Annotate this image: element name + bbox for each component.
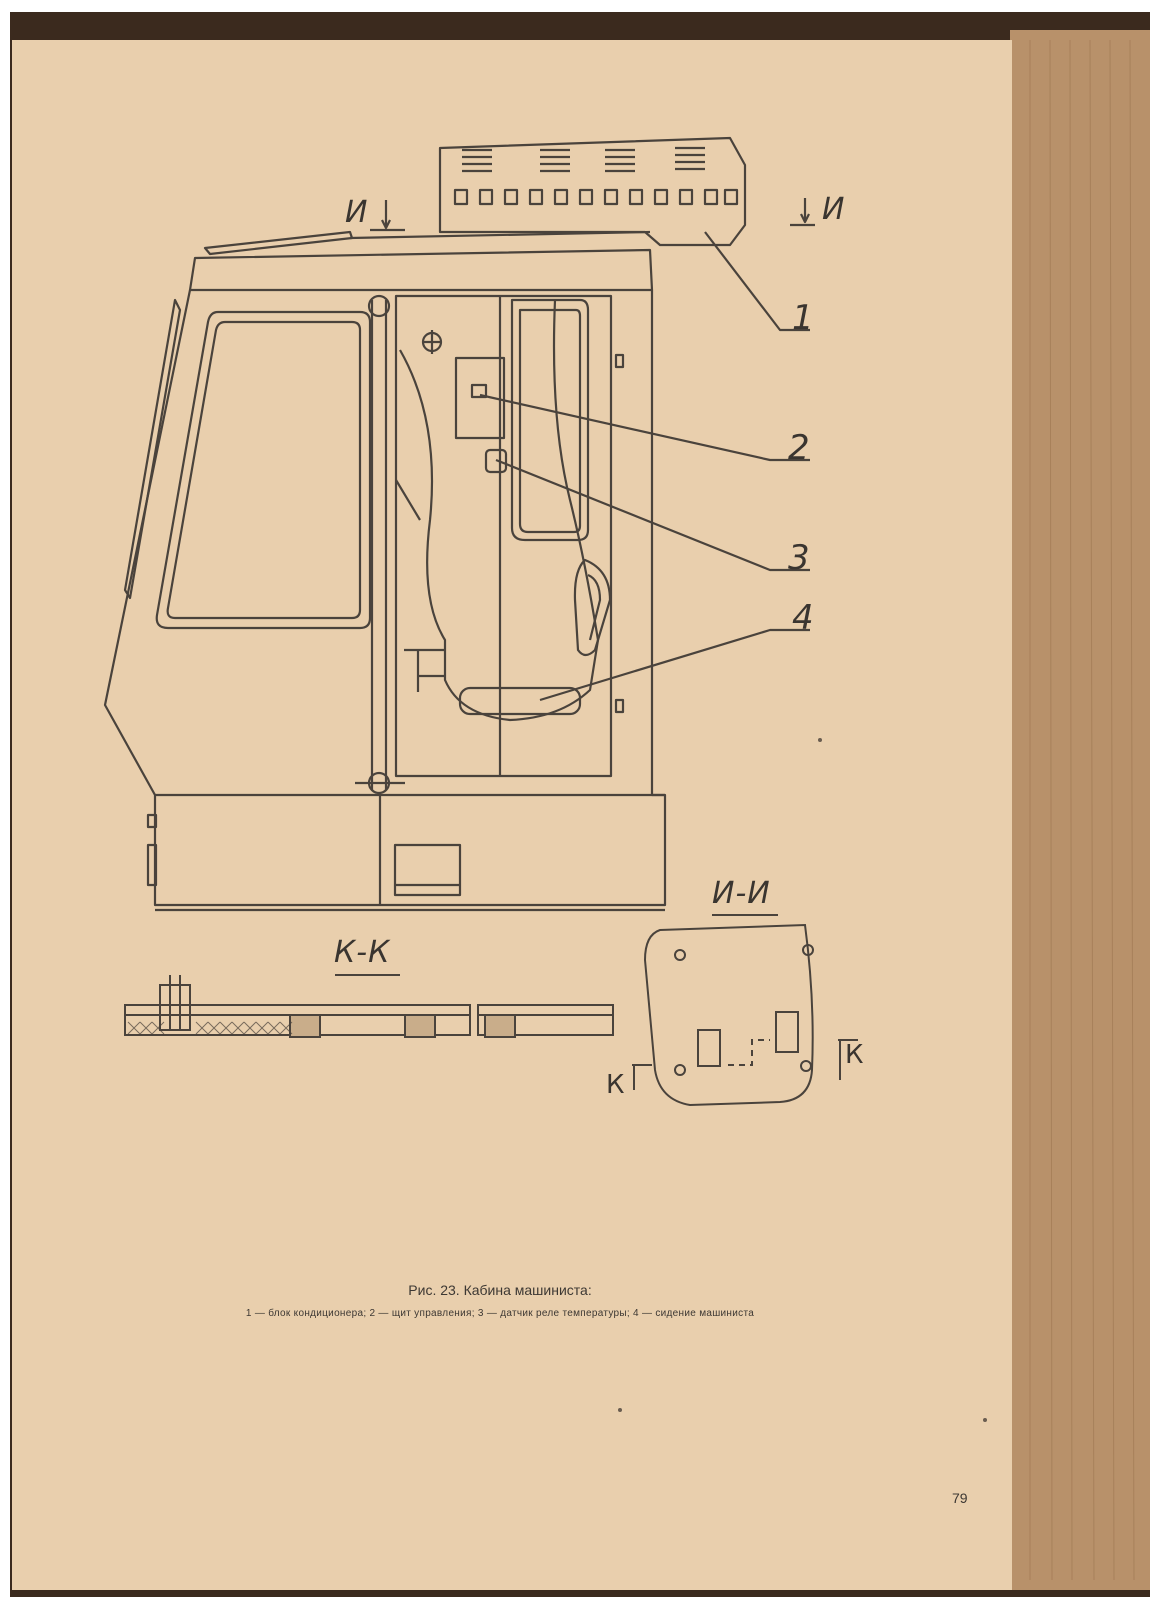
door-hinge-top [367, 294, 391, 318]
seat-cushion [458, 686, 582, 716]
ac-square-holes [453, 188, 739, 206]
page-stack-lines [1029, 39, 1135, 1581]
section-ii-slot-right [775, 1011, 799, 1053]
section-kk-title: К-К [334, 935, 391, 970]
leader-line-1 [704, 231, 810, 332]
seat-curtain-outline [399, 299, 600, 722]
leader-line-3 [495, 458, 810, 572]
front-window [155, 310, 372, 630]
lower-hatch [393, 843, 462, 897]
section-marker-right: И [822, 192, 846, 227]
callout-3: 3 [788, 538, 810, 578]
section-k-marker-left: К [606, 1070, 625, 1100]
section-ii-title: И-И [712, 876, 771, 911]
air-conditioner-unit [438, 136, 747, 247]
section-k-marker-right: К [845, 1040, 864, 1070]
figure-caption-title: Рис. 23. Кабина машиниста: [408, 1282, 592, 1298]
ac-vent-slots [462, 146, 705, 173]
cab-door [394, 294, 613, 778]
side-window-frame [123, 298, 182, 600]
cab-side-view [103, 136, 815, 912]
section-marker-left: И [345, 195, 369, 230]
section-kk-right-plate [477, 1004, 614, 1036]
temperature-relay-sensor [484, 448, 508, 474]
door-window [510, 298, 590, 542]
section-kk-hatching [127, 1021, 293, 1035]
callout-2: 2 [788, 428, 810, 468]
callout-4: 4 [792, 598, 814, 638]
seat-backrest [573, 558, 612, 657]
section-kk-bolt [159, 984, 191, 1031]
section-ii-slot-left [697, 1029, 721, 1067]
callout-1: 1 [792, 298, 814, 338]
leader-line-4 [539, 628, 810, 702]
door-handle [416, 650, 445, 692]
section-ii-plate [643, 923, 814, 1107]
section-ii-drawing [632, 914, 858, 1107]
page-number: 79 [952, 1490, 968, 1506]
paper [12, 40, 1012, 1590]
figure-caption-legend: 1 — блок кондиционера; 2 — щит управлени… [245, 1308, 755, 1319]
control-panel [454, 356, 506, 440]
page-stack-edge [1010, 30, 1150, 1590]
control-panel-display [470, 383, 488, 399]
leader-line-2 [479, 393, 810, 462]
section-kk-drawing [124, 974, 614, 1038]
